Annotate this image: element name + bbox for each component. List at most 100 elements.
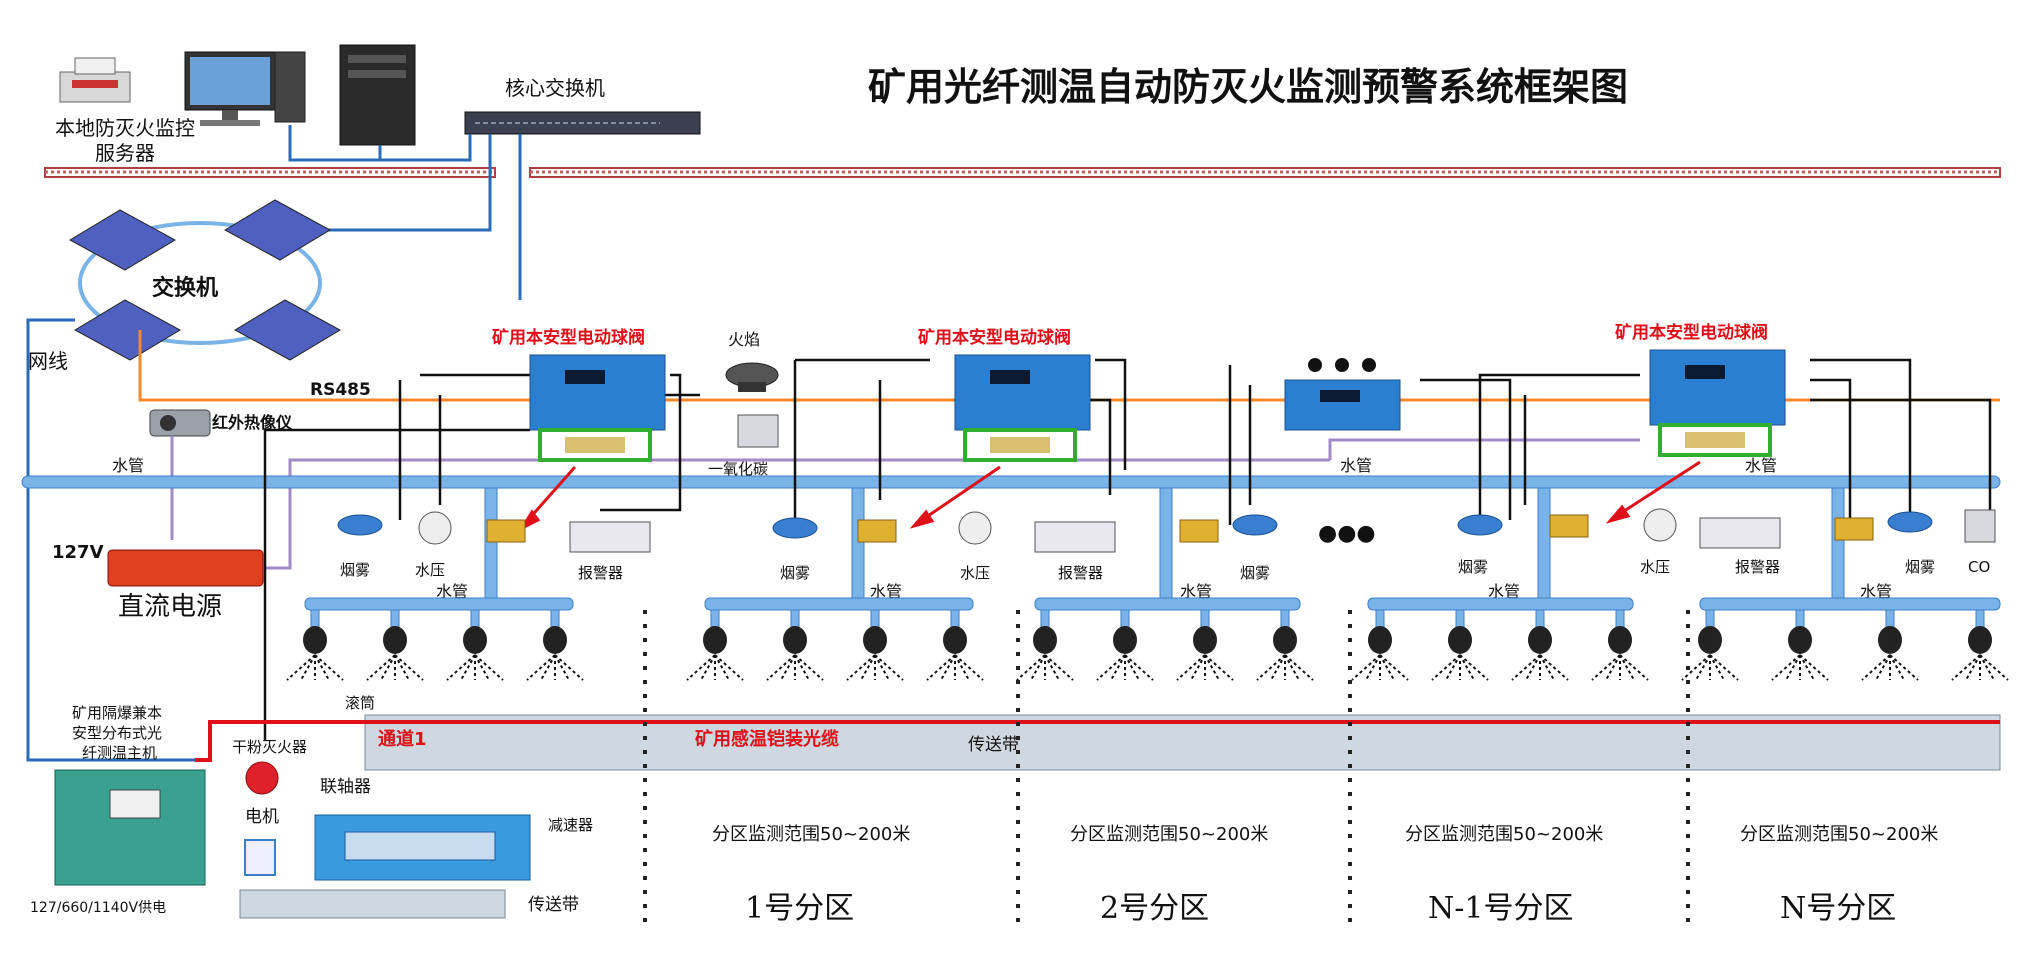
switch-icon-4 [233,299,342,361]
pressure-label-2: 水压 [960,564,990,582]
dry-powder-extinguisher: 干粉灭火器 电机 [232,738,307,876]
valve-controller-2: 矿用本安型电动球阀 [918,327,1091,462]
pressure-gauges [418,508,1677,545]
sprinkler-head [366,609,424,681]
ball-valves [486,514,1874,543]
alarm-label-1: 报警器 [578,564,623,582]
core-switch-group: 核心交换机 [464,76,701,135]
power-voltage-label: 127V [52,542,104,563]
switch-icon-2 [223,199,332,261]
sprinkler-head [526,609,584,681]
control-wires [263,358,1992,740]
flame-label: 火焰 [728,330,760,349]
smoke-label-5: 烟雾 [1905,558,1935,576]
zone-range-1: 分区监测范围50~200米 [712,824,910,845]
sprinkler-head [926,609,984,681]
branch-water-label-2: 水管 [870,582,902,601]
branch-pipes: 水管 水管 水管 水管 水管 [436,487,1892,601]
co-label: 一氧化碳 [708,460,768,478]
host-power-label: 127/660/1140V供电 [30,900,166,916]
zone-range-2: 分区监测范围50~200米 [1070,824,1268,845]
pressure-label-1: 水压 [415,561,445,579]
flame-sensor: 火焰 [725,330,779,392]
dry-powder-label: 干粉灭火器 [232,738,307,756]
motor-label: 电机 [245,807,279,827]
sprinkler-head [1351,609,1409,681]
sprinkler-head [446,609,504,681]
valve-label-3: 矿用本安型电动球阀 [1615,322,1768,343]
printer-icon [59,57,131,103]
network-cable-label: 网线 [28,349,68,373]
middle-controller [1284,358,1401,431]
local-server-label-1: 本地防灭火监控 [55,116,195,140]
indicator-arrows [517,460,1701,532]
sprinkler-head [1176,609,1234,681]
sprinkler-head [1511,609,1569,681]
smoke-label-4: 烟雾 [1458,558,1488,576]
sprinkler-head [846,609,904,681]
co-short-label: CO [1968,558,1990,576]
sprinkler-heads [286,609,2009,681]
pressure-label-3: 水压 [1640,558,1670,576]
valve-label-2: 矿用本安型电动球阀 [918,327,1071,348]
co-sensor-right: CO [1964,509,1996,576]
host-label-3: 纤测温主机 [82,744,157,762]
branch-water-label-1: 水管 [436,582,468,601]
network-lines [26,125,522,762]
dc-power-label: 直流电源 [118,592,222,622]
reducer-label: 减速器 [548,816,593,834]
roller-label: 滚筒 [345,694,375,712]
zone-name-1: 1号分区 [745,891,854,926]
sprinkler-head [1951,609,2009,681]
valve-label-1: 矿用本安型电动球阀 [492,327,645,348]
top-cable-tray [44,167,2001,178]
water-pipe-label-3: 水管 [1745,456,1777,475]
monitor-icon [184,51,306,126]
zone-name-4: N号分区 [1780,891,1896,926]
zone-name-2: 2号分区 [1100,891,1209,926]
smoke-sensors [337,511,1933,539]
alarm-label-2: 报警器 [1058,564,1103,582]
gearbox: 联轴器 减速器 传送带 [239,777,593,919]
server-tower-icon [339,44,416,146]
zone-range-3: 分区监测范围50~200米 [1405,824,1603,845]
smoke-label-1: 烟雾 [340,561,370,579]
host-cabinet-icon [54,769,206,886]
co-sensor: 一氧化碳 [708,414,779,478]
valve-controller-3: 矿用本安型电动球阀 [1615,322,1786,457]
diagram-title: 矿用光纤测温自动防灭火监测预警系统框架图 [868,65,1628,109]
core-switch-label: 核心交换机 [505,76,605,100]
dc-power-icon [107,549,264,587]
branch-water-label-5: 水管 [1860,582,1892,601]
sprinkler-head [1771,609,1829,681]
cable-red-line [195,720,365,762]
smoke-label-3: 烟雾 [1240,564,1270,582]
dc-power: 127V 直流电源 [52,542,264,622]
zone-names: 1号分区 2号分区 N-1号分区 N号分区 [745,891,1896,926]
water-pipe-label-1: 水管 [112,456,144,475]
sprinkler-head [286,609,344,681]
host-label-2: 安型分布式光 [72,724,162,742]
sprinkler-head [1861,609,1919,681]
sprinkler-head [1681,609,1739,681]
local-server-group: 本地防灭火监控 服务器 [55,44,416,165]
zone-range-labels: 分区监测范围50~200米 分区监测范围50~200米 分区监测范围50~200… [712,824,1938,845]
switch-icon-3 [73,299,182,361]
infrared-camera: 红外热像仪 [149,409,293,540]
sprinkler-head [1431,609,1489,681]
coupling-label: 联轴器 [320,777,371,797]
conveyor-belt: 通道1 矿用感温铠装光缆 传送带 滚筒 [345,694,2001,771]
switch-label: 交换机 [152,275,218,301]
conveyor-belt-label-2: 传送带 [528,895,579,915]
sprinkler-head [1591,609,1649,681]
conveyor-belt-label-1: 传送带 [968,735,1019,755]
ellipsis-dots: ●●● [1318,521,1376,546]
cable-label: 矿用感温铠装光缆 [695,728,839,750]
zone-name-3: N-1号分区 [1428,891,1573,926]
sprinkler-manifolds [304,597,2001,611]
sprinkler-head [766,609,824,681]
host-label-1: 矿用隔爆兼本 [72,704,162,722]
water-pipe-label-2: 水管 [1340,456,1372,475]
alarm-devices [569,517,1781,553]
